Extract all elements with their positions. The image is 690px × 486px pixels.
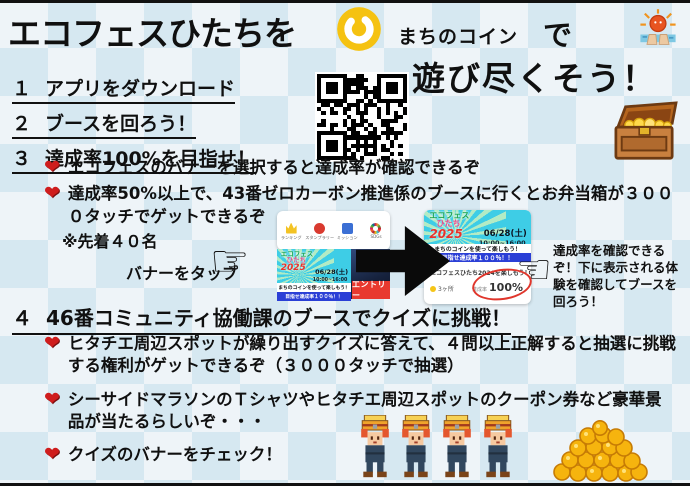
pointing-finger-left-icon: ☜	[516, 247, 552, 293]
chest-carrier-icon	[402, 415, 430, 478]
heart-icon: ❤	[44, 156, 60, 178]
section3-bullets: ❤ エコフェスのバナーを選択すると達成率が確認できるぞ ❤ 達成率50%以上で、…	[44, 157, 684, 232]
banner-year: 2025	[429, 227, 463, 242]
heart-icon: ❤	[44, 443, 60, 466]
title-line1: エコフェスひたちを	[8, 14, 297, 53]
spot-count: 3ヶ所	[430, 284, 454, 293]
chest-carrier-icon	[484, 415, 512, 478]
section4-heading: ４ 46番コミュニティ協働課のブースでクイズに挑戦！	[12, 302, 512, 335]
banner-goal: 目指せ達成率１００％！！	[424, 253, 531, 262]
banner-tagline: まちのコインを使って楽しもう！	[424, 244, 531, 253]
entry-button: エントリー	[352, 280, 390, 300]
chest-carrier-icon	[443, 415, 471, 478]
banner-date: 06/28(土)	[315, 268, 349, 277]
heart-icon: ❤	[44, 387, 60, 410]
banner-goal: 目指せ達成率１００％！！	[277, 292, 351, 301]
bottom-border	[0, 483, 690, 486]
app-nav-stamprally: スタンプラリー	[305, 222, 334, 241]
app-nav-mission: ミッション	[334, 222, 362, 241]
mission-icon	[342, 222, 354, 234]
bullet-text: シーサイドマラソンのＴシャツやヒタチエ周辺スポットのクーポン券など豪華景品が当た…	[67, 389, 662, 431]
rate-value: 100%	[489, 281, 523, 294]
app-screenshot-home: ランキング スタンプラリー ミッション SDGs	[277, 211, 390, 250]
step-label: 達成率100%を目指せ！	[45, 148, 256, 170]
banner-year: 2025	[280, 263, 306, 274]
qr-code	[315, 72, 409, 162]
check-rate-hint: 達成率を確認できるぞ！下に表示される体験を確認してブースを回ろう！	[553, 243, 679, 309]
step-number: ２	[12, 113, 32, 135]
step-label: ブースを回ろう！	[45, 113, 197, 135]
heart-icon: ❤	[44, 332, 60, 354]
step-list: １ アプリをダウンロード ２ ブースを回ろう！ ３ 達成率100%を目指せ！	[12, 74, 256, 179]
first-come-note: ※先着４０名	[62, 232, 158, 251]
bullet-row: ❤ ヒタチエ周辺スポットが繰り出すクイズに答えて、４問以上正解すると抽選に挑戦す…	[44, 333, 678, 378]
heart-icon: ❤	[44, 182, 60, 205]
top-border	[0, 0, 690, 3]
chest-carrier-icon	[361, 415, 389, 478]
treasure-chest-icon	[614, 101, 678, 160]
section4-number: ４	[12, 306, 32, 330]
bullet-text: エコフェスのバナーを選択すると達成率が確認できるぞ	[67, 158, 481, 177]
sunrise-hands-icon	[640, 9, 676, 45]
banner-title: エコフェス	[280, 249, 314, 258]
step-number: ３	[12, 148, 32, 170]
machino-coin-icon	[337, 7, 381, 51]
section4-bullets: ❤ ヒタチエ周辺スポットが繰り出すクイズに答えて、４問以上正解すると抽選に挑戦す…	[44, 333, 678, 477]
step-number: １	[12, 78, 32, 100]
step-label: アプリをダウンロード	[45, 78, 236, 100]
ranking-icon	[285, 222, 297, 234]
coin-brand-label: まちのコイン	[398, 26, 519, 48]
banner-time: 10:00~16:00	[312, 278, 348, 284]
bullet-row: ❤ 達成率50%以上で、43番ゼロカーボン推進係のブースに行くとお弁当箱が３００…	[44, 183, 684, 228]
title-particle: で	[543, 18, 573, 52]
gold-coin-pile-icon	[553, 420, 648, 482]
pointing-finger-right-icon: ☞	[210, 236, 250, 287]
banner-date: 06/28(土)	[483, 229, 527, 240]
step-2: ２ ブースを回ろう！	[12, 109, 256, 139]
tap-banner-hint: バナーをタップ	[126, 264, 239, 283]
step-1: １ アプリをダウンロード	[12, 74, 256, 104]
banner-tagline: まちのコインを使って楽しもう！	[277, 283, 351, 293]
app-nav-ranking: ランキング	[277, 222, 305, 241]
banner-title: エコフェス	[429, 210, 470, 220]
section4-title: 46番コミュニティ協働課のブースでクイズに挑戦！	[46, 306, 512, 330]
banner-time: 10:00~16:00	[478, 239, 526, 248]
bullet-row: ❤ クイズのバナーをチェック！	[44, 444, 678, 466]
bullet-text: ヒタチエ周辺スポットが繰り出すクイズに答えて、４問以上正解すると抽選に挑戦する権…	[67, 334, 676, 376]
bullet-row: ❤ シーサイドマラソンのＴシャツやヒタチエ周辺スポットのクーポン券など豪華景品が…	[44, 387, 678, 434]
app-nav-sdgs: SDGs	[362, 223, 390, 240]
bullet-text: 達成率50%以上で、43番ゼロカーボン推進係のブースに行くとお弁当箱が３０００タ…	[67, 184, 674, 226]
title-line2: 遊び尽くそう！	[412, 59, 657, 98]
sdgs-icon	[370, 223, 382, 234]
bullet-text: クイズのバナーをチェック！	[67, 445, 282, 465]
event-detail-title: エコフェスひたち2024を楽しもう！	[430, 270, 531, 277]
stamp-icon	[313, 222, 325, 234]
step-3: ３ 達成率100%を目指せ！	[12, 144, 256, 174]
chest-carrier-characters	[358, 415, 515, 479]
coin-icon	[430, 285, 436, 292]
bullet-row: ❤ エコフェスのバナーを選択すると達成率が確認できるぞ	[44, 157, 684, 179]
